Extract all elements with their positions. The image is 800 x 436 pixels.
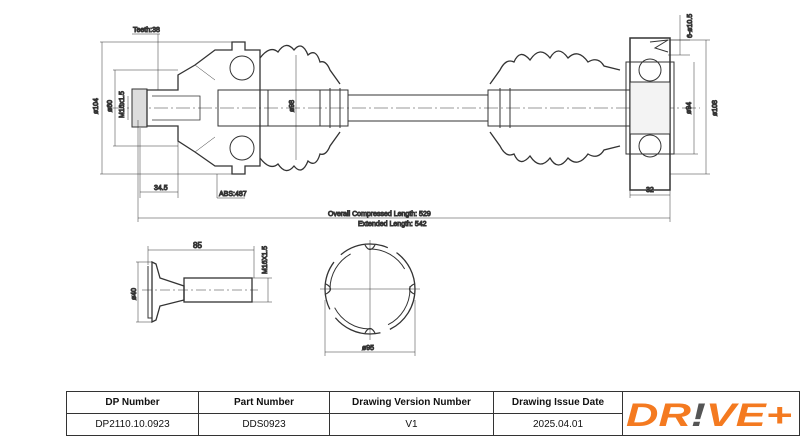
bolt-thread: M16X1.5 bbox=[262, 246, 269, 274]
outer-cv-joint bbox=[625, 37, 675, 191]
stub-length: 34.5 bbox=[154, 185, 168, 192]
svg-text:DR!VE+: DR!VE+ bbox=[626, 397, 792, 433]
inner-cv-joint bbox=[131, 41, 269, 175]
dia-inner-left: ø60 bbox=[107, 100, 114, 112]
dia-outer-right: ø108 bbox=[712, 100, 719, 116]
profile-dia: ø95 bbox=[362, 345, 374, 352]
flange-width: 32 bbox=[646, 187, 654, 194]
shaft-dia: ø98 bbox=[289, 100, 296, 112]
bolt bbox=[136, 246, 272, 324]
header-dp-number: DP Number bbox=[66, 391, 199, 414]
dia-inner-right: ø94 bbox=[686, 102, 693, 114]
left-boot bbox=[259, 44, 341, 172]
abs-label: ABS:487 bbox=[219, 191, 247, 198]
holes-label: 6-ø10.5 bbox=[687, 14, 694, 38]
part-number: DDS0923 bbox=[198, 413, 330, 436]
dimensions bbox=[100, 15, 710, 222]
header-part-number: Part Number bbox=[198, 391, 330, 414]
version: V1 bbox=[329, 413, 494, 436]
bolt-length: 85 bbox=[193, 241, 202, 250]
right-boot bbox=[489, 50, 621, 166]
teeth-label: Teeth:38 bbox=[133, 27, 160, 34]
thread-left: M16x1.5 bbox=[119, 91, 126, 118]
drive-shaft bbox=[267, 88, 631, 128]
bolt-head-dia: ø40 bbox=[131, 288, 138, 300]
header-version: Drawing Version Number bbox=[329, 391, 494, 414]
logo-cell bbox=[622, 391, 800, 436]
dia-outer-left: ø104 bbox=[93, 98, 100, 114]
header-issue-date: Drawing Issue Date bbox=[493, 391, 623, 414]
overall-compressed-length: Overall Compressed Length: 529 bbox=[328, 211, 431, 218]
extended-length: Extended Length: 542 bbox=[358, 221, 427, 228]
dp-number: DP2110.10.0923 bbox=[66, 413, 199, 436]
shaft-profile bbox=[320, 240, 420, 356]
driveplus-logo: DR!VE+ bbox=[626, 397, 792, 433]
issue-date: 2025.04.01 bbox=[493, 413, 623, 436]
title-block: DP Number Part Number Drawing Version Nu… bbox=[66, 391, 800, 436]
